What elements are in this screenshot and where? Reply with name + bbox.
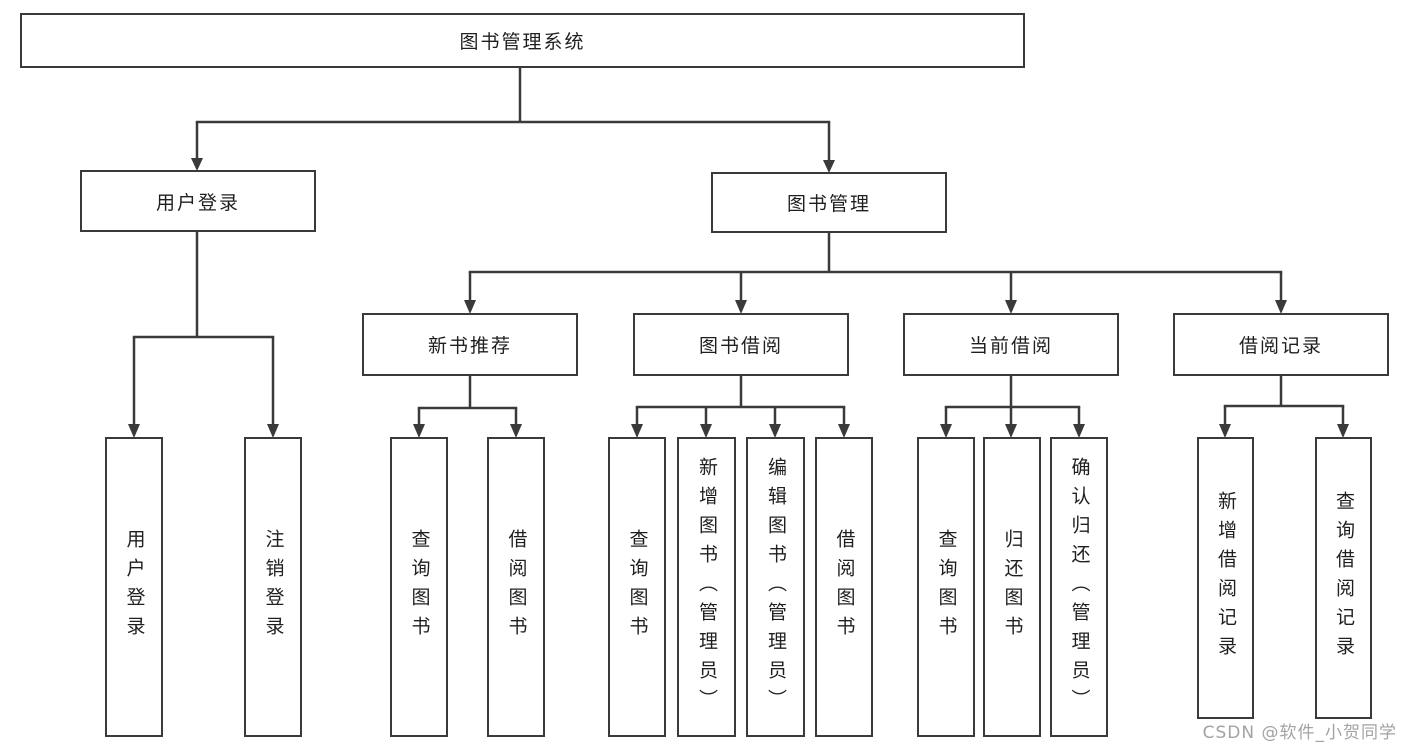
node-recommend-query-books: 查询图书	[390, 437, 448, 737]
node-recommend-borrow-books: 借阅图书	[487, 437, 545, 737]
node-book-borrow: 图书借阅	[633, 313, 849, 376]
node-root: 图书管理系统	[20, 13, 1025, 68]
node-add-borrow-record: 新增借阅记录	[1197, 437, 1254, 719]
node-logout: 注销登录	[244, 437, 302, 737]
watermark-text: CSDN @软件_小贺同学	[1202, 723, 1397, 743]
node-return-book: 归还图书	[983, 437, 1041, 737]
node-user-login: 用户登录	[80, 170, 316, 232]
node-query-borrow-record: 查询借阅记录	[1315, 437, 1372, 719]
node-current-borrow: 当前借阅	[903, 313, 1119, 376]
node-borrow-borrow-books: 借阅图书	[815, 437, 873, 737]
node-new-book-recommend: 新书推荐	[362, 313, 578, 376]
node-borrow-records: 借阅记录	[1173, 313, 1389, 376]
node-confirm-return-admin: 确认归还（管理员）	[1050, 437, 1108, 737]
node-edit-book-admin: 编辑图书（管理员）	[746, 437, 805, 737]
node-add-book-admin: 新增图书（管理员）	[677, 437, 736, 737]
node-login: 用户登录	[105, 437, 163, 737]
node-current-query-books: 查询图书	[917, 437, 975, 737]
node-borrow-query-books: 查询图书	[608, 437, 666, 737]
node-book-management: 图书管理	[711, 172, 947, 233]
